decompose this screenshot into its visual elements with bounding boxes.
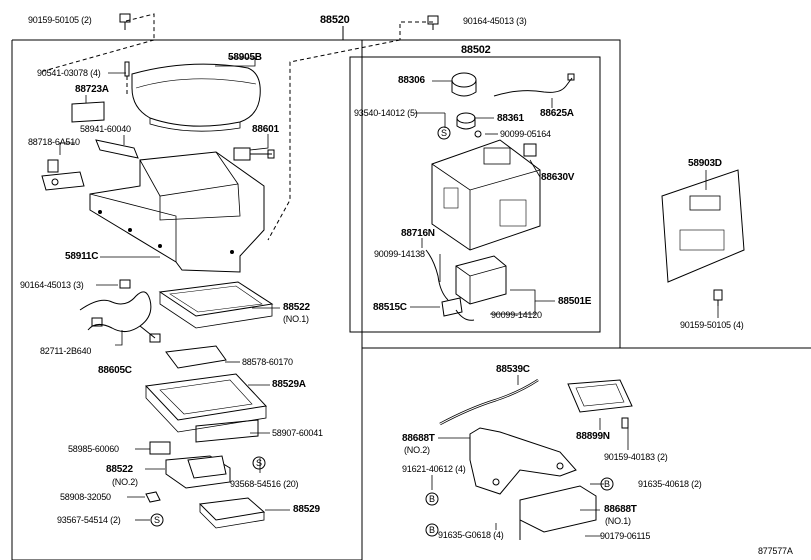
bracket-88688t-no2 (469, 427, 577, 495)
tray-88522-no1 (158, 281, 274, 329)
label-88688t-no2: 88688T (402, 433, 435, 444)
label-88501e: 88501E (558, 296, 592, 307)
hose-88539c (439, 378, 539, 426)
label-88529: 88529 (293, 504, 320, 515)
label-88529a: 88529A (272, 379, 306, 390)
label-88688t-no1: 88688T (604, 504, 637, 515)
wire-88625a (493, 73, 575, 97)
callout-b-1: B (429, 494, 435, 504)
cooler-unit-88502 (431, 139, 541, 251)
label-88502: 88502 (461, 44, 491, 56)
clip-58985 (149, 441, 171, 455)
callout-b-3: B (604, 479, 610, 489)
label-88688t-no1-note: (NO.1) (605, 516, 631, 526)
panel-58903d (661, 169, 745, 283)
evaporator-88501e (455, 255, 507, 305)
label-88522-no1: 88522 (283, 302, 310, 313)
label-58985-60060: 58985-60060 (68, 444, 119, 454)
module-88522-no2 (165, 455, 231, 489)
cover-88899n (567, 379, 633, 413)
label-88306: 88306 (398, 75, 425, 86)
bracket-88688t-no1 (519, 485, 597, 540)
label-90099-14138: 90099-14138 (374, 249, 425, 259)
label-88361: 88361 (497, 113, 524, 124)
label-88630v: 88630V (541, 172, 575, 183)
bolts (119, 13, 723, 429)
label-90179-06115: 90179-06115 (600, 531, 651, 541)
label-88605c: 88605C (98, 365, 132, 376)
label-90099-05164: 90099-05164 (500, 129, 551, 139)
assembly-frames (11, 26, 811, 560)
thermistor-88630v (523, 143, 537, 157)
label-88688t-no2-note: (NO.2) (404, 445, 430, 455)
label-58903d: 58903D (688, 158, 722, 169)
label-58905b: 58905B (228, 52, 262, 63)
label-93568-54516: 93568-54516 (20) (230, 479, 299, 489)
strip-58941 (95, 139, 139, 159)
callout-s-2: S (256, 458, 262, 468)
label-91635-g0618: 91635-G0618 (4) (438, 530, 504, 540)
console-box-58911c (89, 151, 265, 273)
label-58911c: 58911C (65, 251, 99, 262)
label-88601: 88601 (252, 124, 279, 135)
callout-b-2: B (429, 525, 435, 535)
clip-90099-05164 (474, 130, 482, 138)
label-88899n: 88899N (576, 431, 610, 442)
plate-88723a (71, 101, 105, 123)
callout-s-3: S (441, 128, 447, 138)
label-90159-40183: 90159-40183 (2) (604, 452, 668, 462)
label-93567-54514: 93567-54514 (2) (57, 515, 121, 525)
leader-lines (59, 57, 719, 537)
label-90159-50105-4: 90159-50105 (4) (680, 320, 744, 330)
label-88578-60170: 88578-60170 (242, 357, 293, 367)
panel-88578 (165, 345, 227, 369)
label-88723a: 88723A (75, 84, 109, 95)
callout-s-1: S (154, 515, 160, 525)
label-88522-no2: 88522 (106, 464, 133, 475)
label-90541-03078: 90541-03078 (4) (37, 68, 101, 78)
sensor-88515c (441, 297, 475, 321)
rail-58907 (195, 419, 259, 443)
frame-88529a (144, 373, 268, 433)
label-90164-45013-3-top: 90164-45013 (3) (463, 16, 527, 26)
label-93540-14012: 93540-14012 (5) (354, 108, 418, 118)
clip-58908 (145, 491, 161, 503)
label-88716n: 88716N (401, 228, 435, 239)
label-88522-no2-note: (NO.2) (112, 477, 138, 487)
dashed-guides (39, 13, 433, 241)
label-88539c: 88539C (496, 364, 530, 375)
label-88520: 88520 (320, 14, 350, 26)
main-assembly-frame (11, 39, 363, 560)
label-88522-no1-note: (NO.1) (283, 314, 309, 324)
label-90164-45013-3-left: 90164-45013 (3) (20, 280, 84, 290)
module-88601 (233, 147, 275, 161)
label-82711-2b640: 82711-2B640 (40, 346, 92, 356)
label-90099-14120: 90099-14120 (491, 310, 542, 320)
label-91635-40618: 91635-40618 (2) (638, 479, 702, 489)
filter-88361 (456, 112, 476, 130)
label-88515c: 88515C (373, 302, 407, 313)
label-88718-6a510: 88718-6A510 (28, 137, 80, 147)
label-91621-40612: 91621-40612 (4) (402, 464, 466, 474)
wire-88716n (425, 249, 449, 301)
motor-88306 (451, 72, 477, 97)
label-88625a: 88625A (540, 108, 574, 119)
console-lid-58905b (131, 63, 261, 132)
sub-assembly-88502-frame (349, 56, 601, 333)
label-58907-60041: 58907-60041 (272, 428, 323, 438)
label-58908-32050: 58908-32050 (60, 492, 111, 502)
catalog-code: 877577A (758, 546, 793, 556)
label-58941-60040: 58941-60040 (80, 124, 131, 134)
harness-82711 (79, 291, 161, 343)
callout-circles (150, 126, 614, 537)
sensor-88718 (41, 159, 85, 191)
cover-88529 (198, 497, 266, 529)
label-90159-50105-2: 90159-50105 (2) (28, 15, 92, 25)
